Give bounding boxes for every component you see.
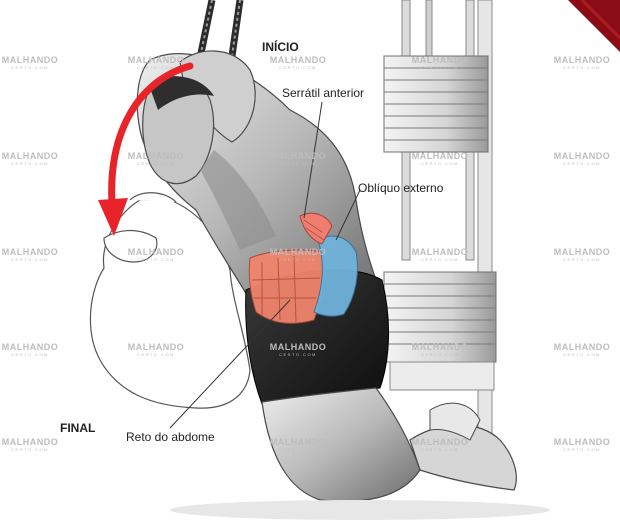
upper-weight-stack [383,55,489,153]
leader-lines [169,101,361,429]
serratus-anterior-label: Serrátil anterior [282,86,365,100]
final-position-outline [89,192,251,409]
obliquo-leader [335,189,361,241]
corner-badge [560,0,620,60]
serratil-leader [303,101,323,219]
rectus-abdominis-highlight [248,249,325,324]
external-oblique-label: Oblíquo externo [358,181,444,195]
serratus-anterior-highlight [299,212,333,245]
muscle-highlights [248,212,358,324]
rectus-abdominis-label: Reto do abdome [126,430,215,444]
reto-leader [169,299,291,429]
lower-weight-stack [383,271,497,391]
external-oblique-highlight [313,235,358,317]
end-label: FINAL [60,421,96,435]
start-label: INÍCIO [262,40,299,54]
cable-rope [196,0,244,59]
movement-arrow [98,62,194,236]
cable-machine [383,0,497,471]
